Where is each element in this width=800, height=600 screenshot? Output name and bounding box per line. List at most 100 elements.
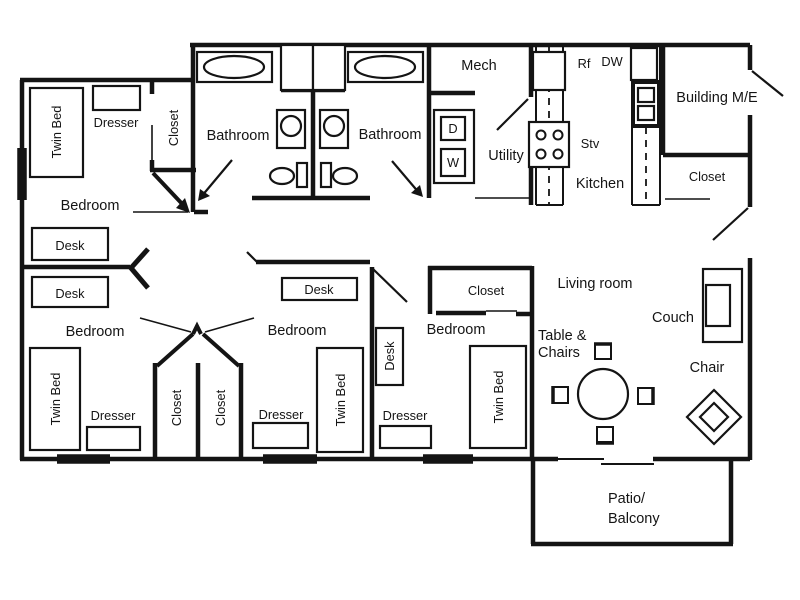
twin-bed-se (468, 344, 528, 450)
mech-label: Mech (461, 58, 496, 74)
dresser-se (378, 424, 433, 450)
sink-2-basin (331, 166, 359, 186)
dining-chair-top (594, 343, 612, 360)
dishwasher (629, 46, 659, 82)
lounge-chair-seat (698, 401, 730, 433)
closet-nw-label: Closet (166, 109, 181, 146)
door-bedroom-se (372, 268, 408, 303)
bedroom-smid-label: Bedroom (268, 323, 327, 339)
closet-se-label: Closet (468, 283, 505, 298)
thin-lines (133, 125, 710, 333)
closet-pair-doors (155, 321, 241, 368)
living-room-label: Living room (558, 276, 633, 292)
kitchen-sink-bowl-1 (636, 86, 656, 104)
sink-1-counter (295, 161, 309, 189)
bathtub-2-basin (353, 54, 417, 80)
bathtub-1-basin (202, 54, 266, 80)
door-utility (496, 98, 529, 131)
desk-se (374, 326, 405, 387)
closet-s1-label: Closet (169, 389, 184, 426)
arrowhead-bathroom2 (411, 185, 423, 197)
stove-label: Stv (581, 136, 600, 151)
couch-label: Couch (652, 310, 694, 326)
refrigerator (531, 50, 567, 92)
desk-smid-label: Desk (304, 282, 334, 297)
wall-closet-nw (149, 81, 208, 215)
thick-door-leaves (127, 171, 241, 368)
twin-bed-se-label: Twin Bed (491, 371, 506, 424)
bath-shelf-1 (279, 43, 315, 92)
dining-chair-backs (551, 342, 655, 445)
utility-label: Utility (488, 148, 524, 164)
wall-patio (530, 459, 734, 547)
door-bedroom-smid (246, 251, 259, 264)
bedroom-se-label: Bedroom (427, 322, 486, 338)
door-bathroom1 (200, 159, 233, 198)
bath-shelf-2 (311, 43, 347, 92)
wall-closet-pair-south (152, 363, 244, 458)
building-me-label: Building M/E (676, 90, 758, 106)
door-bedroom-sw-arrow (127, 247, 150, 290)
kitchen-label: Kitchen (576, 176, 624, 192)
twin-bed-smid (315, 346, 365, 454)
dresser-sw-label: Dresser (91, 408, 137, 423)
sink-2-counter (319, 161, 333, 189)
door-arrowheads (176, 185, 423, 213)
twin-bed-nw (28, 86, 85, 179)
sink-1-basin (268, 166, 296, 186)
door-building-me (751, 70, 784, 97)
patio-label-1: Patio/ (608, 491, 646, 507)
bathroom-2-label: Bathroom (359, 127, 422, 143)
couch-cushion (704, 283, 732, 328)
washer-label: W (447, 155, 460, 170)
patio-sliding-door (558, 458, 654, 465)
door-bathroom2 (391, 160, 421, 195)
desk-se-label: Desk (382, 341, 397, 371)
windows (17, 148, 473, 464)
bedroom-sw-label: Bedroom (66, 324, 125, 340)
bedroom-nw-label: Bedroom (61, 198, 120, 214)
labels: Bedroom Twin Bed Dresser Closet Desk Bat… (48, 54, 758, 527)
dining-chair-left (552, 386, 569, 404)
stove-burner-3 (535, 148, 547, 160)
desk-nw (30, 226, 110, 262)
door-entry-leaf (151, 171, 188, 210)
door-swings (200, 70, 784, 303)
dresser-smid-label: Dresser (259, 407, 305, 422)
arrowhead-entry (176, 198, 190, 213)
twin-bed-sw (28, 346, 82, 452)
wall-closet-se (427, 265, 532, 317)
stove-burner-2 (552, 129, 564, 141)
patio-label-2: Balcony (608, 511, 660, 527)
dresser-nw-label: Dresser (94, 115, 140, 130)
desk-nw-label: Desk (55, 238, 85, 253)
dresser-nw (91, 84, 142, 112)
closet-s2-label: Closet (213, 389, 228, 426)
dining-chair-right (637, 387, 654, 405)
toilet-1-bowl (279, 114, 303, 138)
twin-bed-smid-label: Twin Bed (333, 374, 348, 427)
wall-building-me-west (660, 45, 750, 158)
dryer (439, 115, 467, 142)
desk-smid (280, 276, 359, 302)
dresser-smid (251, 421, 310, 450)
dresser-sw (85, 425, 142, 452)
desk-sw (30, 275, 110, 309)
bathroom-1-label: Bathroom (207, 128, 270, 144)
closet-kitchen-label: Closet (689, 169, 726, 184)
stove-burner-4 (552, 148, 564, 160)
twin-bed-nw-label: Twin Bed (49, 106, 64, 159)
kitchen-sink-bowl-2 (636, 104, 656, 122)
closet-swing-guides (139, 317, 255, 333)
desk-sw-label: Desk (55, 286, 85, 301)
refrigerator-label: Rf (578, 56, 591, 71)
dining-table (576, 367, 630, 421)
stove-burner-1 (535, 129, 547, 141)
door-closet-kitchen (712, 207, 749, 241)
washer (439, 147, 467, 178)
furniture (28, 43, 744, 454)
dresser-se-label: Dresser (383, 408, 429, 423)
dining-chair-bottom (596, 426, 614, 443)
stove (527, 120, 571, 169)
